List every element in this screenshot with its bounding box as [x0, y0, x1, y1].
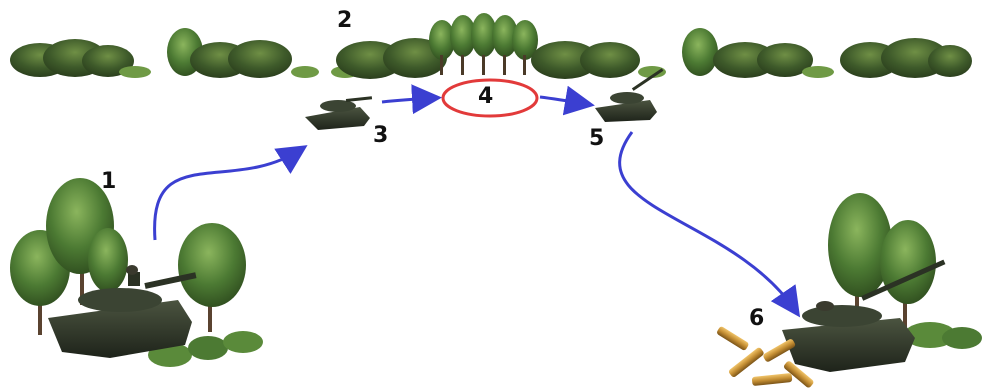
- shell-casing-icon: [751, 373, 793, 386]
- tree-canopy: [88, 228, 128, 292]
- shell-casing-icon: [783, 361, 814, 388]
- path-arrow-3-to-4: [381, 84, 442, 115]
- treeline: [10, 13, 972, 79]
- hedge-4: [531, 41, 666, 79]
- tree-grove: [429, 13, 538, 75]
- step-label-5: 5: [589, 126, 605, 151]
- step-label-3: 3: [373, 123, 389, 148]
- hedge-2: [167, 28, 319, 78]
- tank-icon: [595, 68, 664, 122]
- hedge-5: [682, 28, 834, 78]
- bush: [223, 331, 263, 353]
- hedge-6: [840, 38, 972, 78]
- shell-casing-icon: [763, 339, 796, 362]
- step-label-1: 1: [101, 169, 117, 194]
- path-arrow-4-to-5: [539, 85, 595, 116]
- tank-icon: [48, 265, 197, 358]
- tree-canopy: [178, 223, 246, 307]
- shell-casing-icon: [717, 326, 749, 351]
- step-label-2: 2: [337, 8, 353, 33]
- bush: [188, 336, 228, 360]
- tree-canopy: [880, 220, 936, 304]
- start-position-group: [10, 178, 263, 367]
- position-4-highlight: [441, 78, 539, 118]
- tree-canopy: [828, 193, 892, 297]
- step-label-6: 6: [749, 306, 765, 331]
- path-arrow-5-to-6: [618, 131, 801, 318]
- hedge-1: [10, 39, 151, 78]
- bush: [942, 327, 982, 349]
- final-position-group: [717, 193, 982, 388]
- bush: [904, 322, 956, 348]
- step-label-4: 4: [478, 84, 494, 109]
- shell-casing-icon: [728, 347, 764, 378]
- path-arrow-1-to-3: [153, 145, 308, 241]
- tank-icon: [782, 259, 946, 372]
- tank-icon: [305, 96, 373, 130]
